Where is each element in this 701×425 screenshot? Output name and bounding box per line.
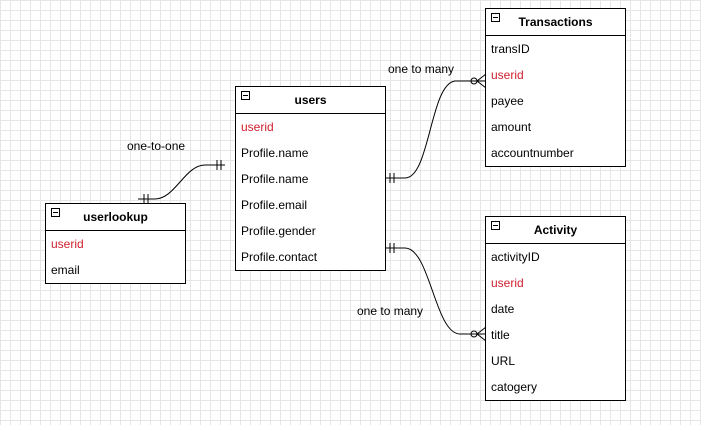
entity-field[interactable]: Profile.gender <box>241 224 316 238</box>
relationship-label-userlookup-users: one-to-one <box>127 139 186 153</box>
entity-field[interactable]: amount <box>491 120 532 134</box>
connector-users-transactions[interactable] <box>385 80 486 179</box>
connector-users-activity[interactable] <box>385 247 486 335</box>
relationship-label-users-activity: one to many <box>357 304 424 318</box>
entity-title: userlookup <box>83 210 148 224</box>
entity-field[interactable]: userid <box>51 237 84 251</box>
crowfoot-icon <box>476 326 487 335</box>
entity-title: Transactions <box>518 15 593 29</box>
entity-transactions[interactable]: Transactions transID userid payee amount… <box>485 8 626 167</box>
entity-header[interactable]: userlookup <box>46 204 185 231</box>
entity-header[interactable]: users <box>236 87 385 114</box>
collapse-icon[interactable] <box>491 13 500 22</box>
entity-header[interactable]: Activity <box>486 217 625 244</box>
entity-title: users <box>294 93 327 107</box>
collapse-icon[interactable] <box>241 91 250 100</box>
entity-field[interactable]: email <box>51 263 80 277</box>
entity-field[interactable]: Profile.name <box>241 172 309 186</box>
entity-field[interactable]: Profile.name <box>241 146 309 160</box>
entity-field[interactable]: URL <box>491 354 516 368</box>
entity-users[interactable]: users userid Profile.name Profile.name P… <box>235 86 386 271</box>
collapse-icon[interactable] <box>491 221 500 230</box>
entity-field[interactable]: date <box>491 302 515 316</box>
connector-userlookup-users[interactable] <box>138 164 225 200</box>
entity-field[interactable]: Profile.contact <box>241 250 318 264</box>
collapse-icon[interactable] <box>51 208 60 217</box>
entity-field[interactable]: Profile.email <box>241 198 308 212</box>
entity-field[interactable]: activityID <box>491 250 540 264</box>
crowfoot-icon <box>476 73 487 82</box>
entity-field[interactable]: accountnumber <box>491 146 574 160</box>
entity-field[interactable]: userid <box>491 276 524 290</box>
crowfoot-icon <box>476 80 487 89</box>
entity-field[interactable]: transID <box>491 42 530 56</box>
entity-field[interactable]: title <box>491 328 510 342</box>
entity-field[interactable]: payee <box>491 94 524 108</box>
crowfoot-icon <box>476 333 487 342</box>
entity-userlookup[interactable]: userlookup userid email <box>45 203 186 284</box>
entity-field[interactable]: catogery <box>491 380 538 394</box>
entity-title: Activity <box>533 223 578 237</box>
relationship-label-users-transactions: one to many <box>388 62 455 76</box>
entity-activity[interactable]: Activity activityID userid date title UR… <box>485 216 626 401</box>
entity-field[interactable]: userid <box>491 68 524 82</box>
entity-header[interactable]: Transactions <box>486 9 625 36</box>
entity-field[interactable]: userid <box>241 120 274 134</box>
